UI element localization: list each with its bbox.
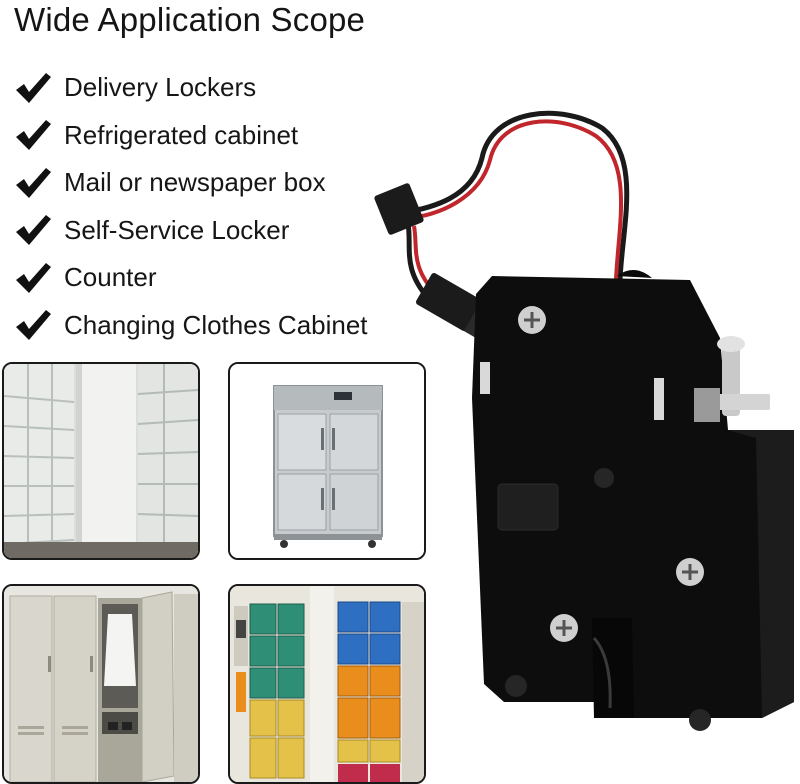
self-service-locker-photo xyxy=(228,584,426,784)
feature-label: Mail or newspaper box xyxy=(64,167,326,198)
feature-item: Delivery Lockers xyxy=(14,64,368,112)
feature-label: Counter xyxy=(64,262,157,293)
electric-lock-image xyxy=(372,98,800,782)
check-icon xyxy=(16,120,51,151)
delivery-locker-photo xyxy=(2,362,200,560)
feature-list: Delivery Lockers Refrigerated cabinet Ma… xyxy=(14,64,368,349)
feature-item: Mail or newspaper box xyxy=(14,159,368,207)
feature-label: Self-Service Locker xyxy=(64,214,290,245)
check-icon xyxy=(16,310,51,341)
feature-label: Refrigerated cabinet xyxy=(64,119,299,150)
feature-label: Changing Clothes Cabinet xyxy=(64,309,368,340)
feature-item: Refrigerated cabinet xyxy=(14,112,368,160)
refrigerated-cabinet-photo xyxy=(228,362,426,560)
feature-item: Counter xyxy=(14,254,368,302)
check-icon xyxy=(16,72,51,103)
changing-cabinet-photo xyxy=(2,584,200,784)
check-icon xyxy=(16,167,51,198)
feature-item: Self-Service Locker xyxy=(14,207,368,255)
page-title: Wide Application Scope xyxy=(14,1,366,38)
check-icon xyxy=(16,262,51,293)
feature-item: Changing Clothes Cabinet xyxy=(14,302,368,350)
feature-label: Delivery Lockers xyxy=(64,72,257,103)
check-icon xyxy=(16,215,51,246)
